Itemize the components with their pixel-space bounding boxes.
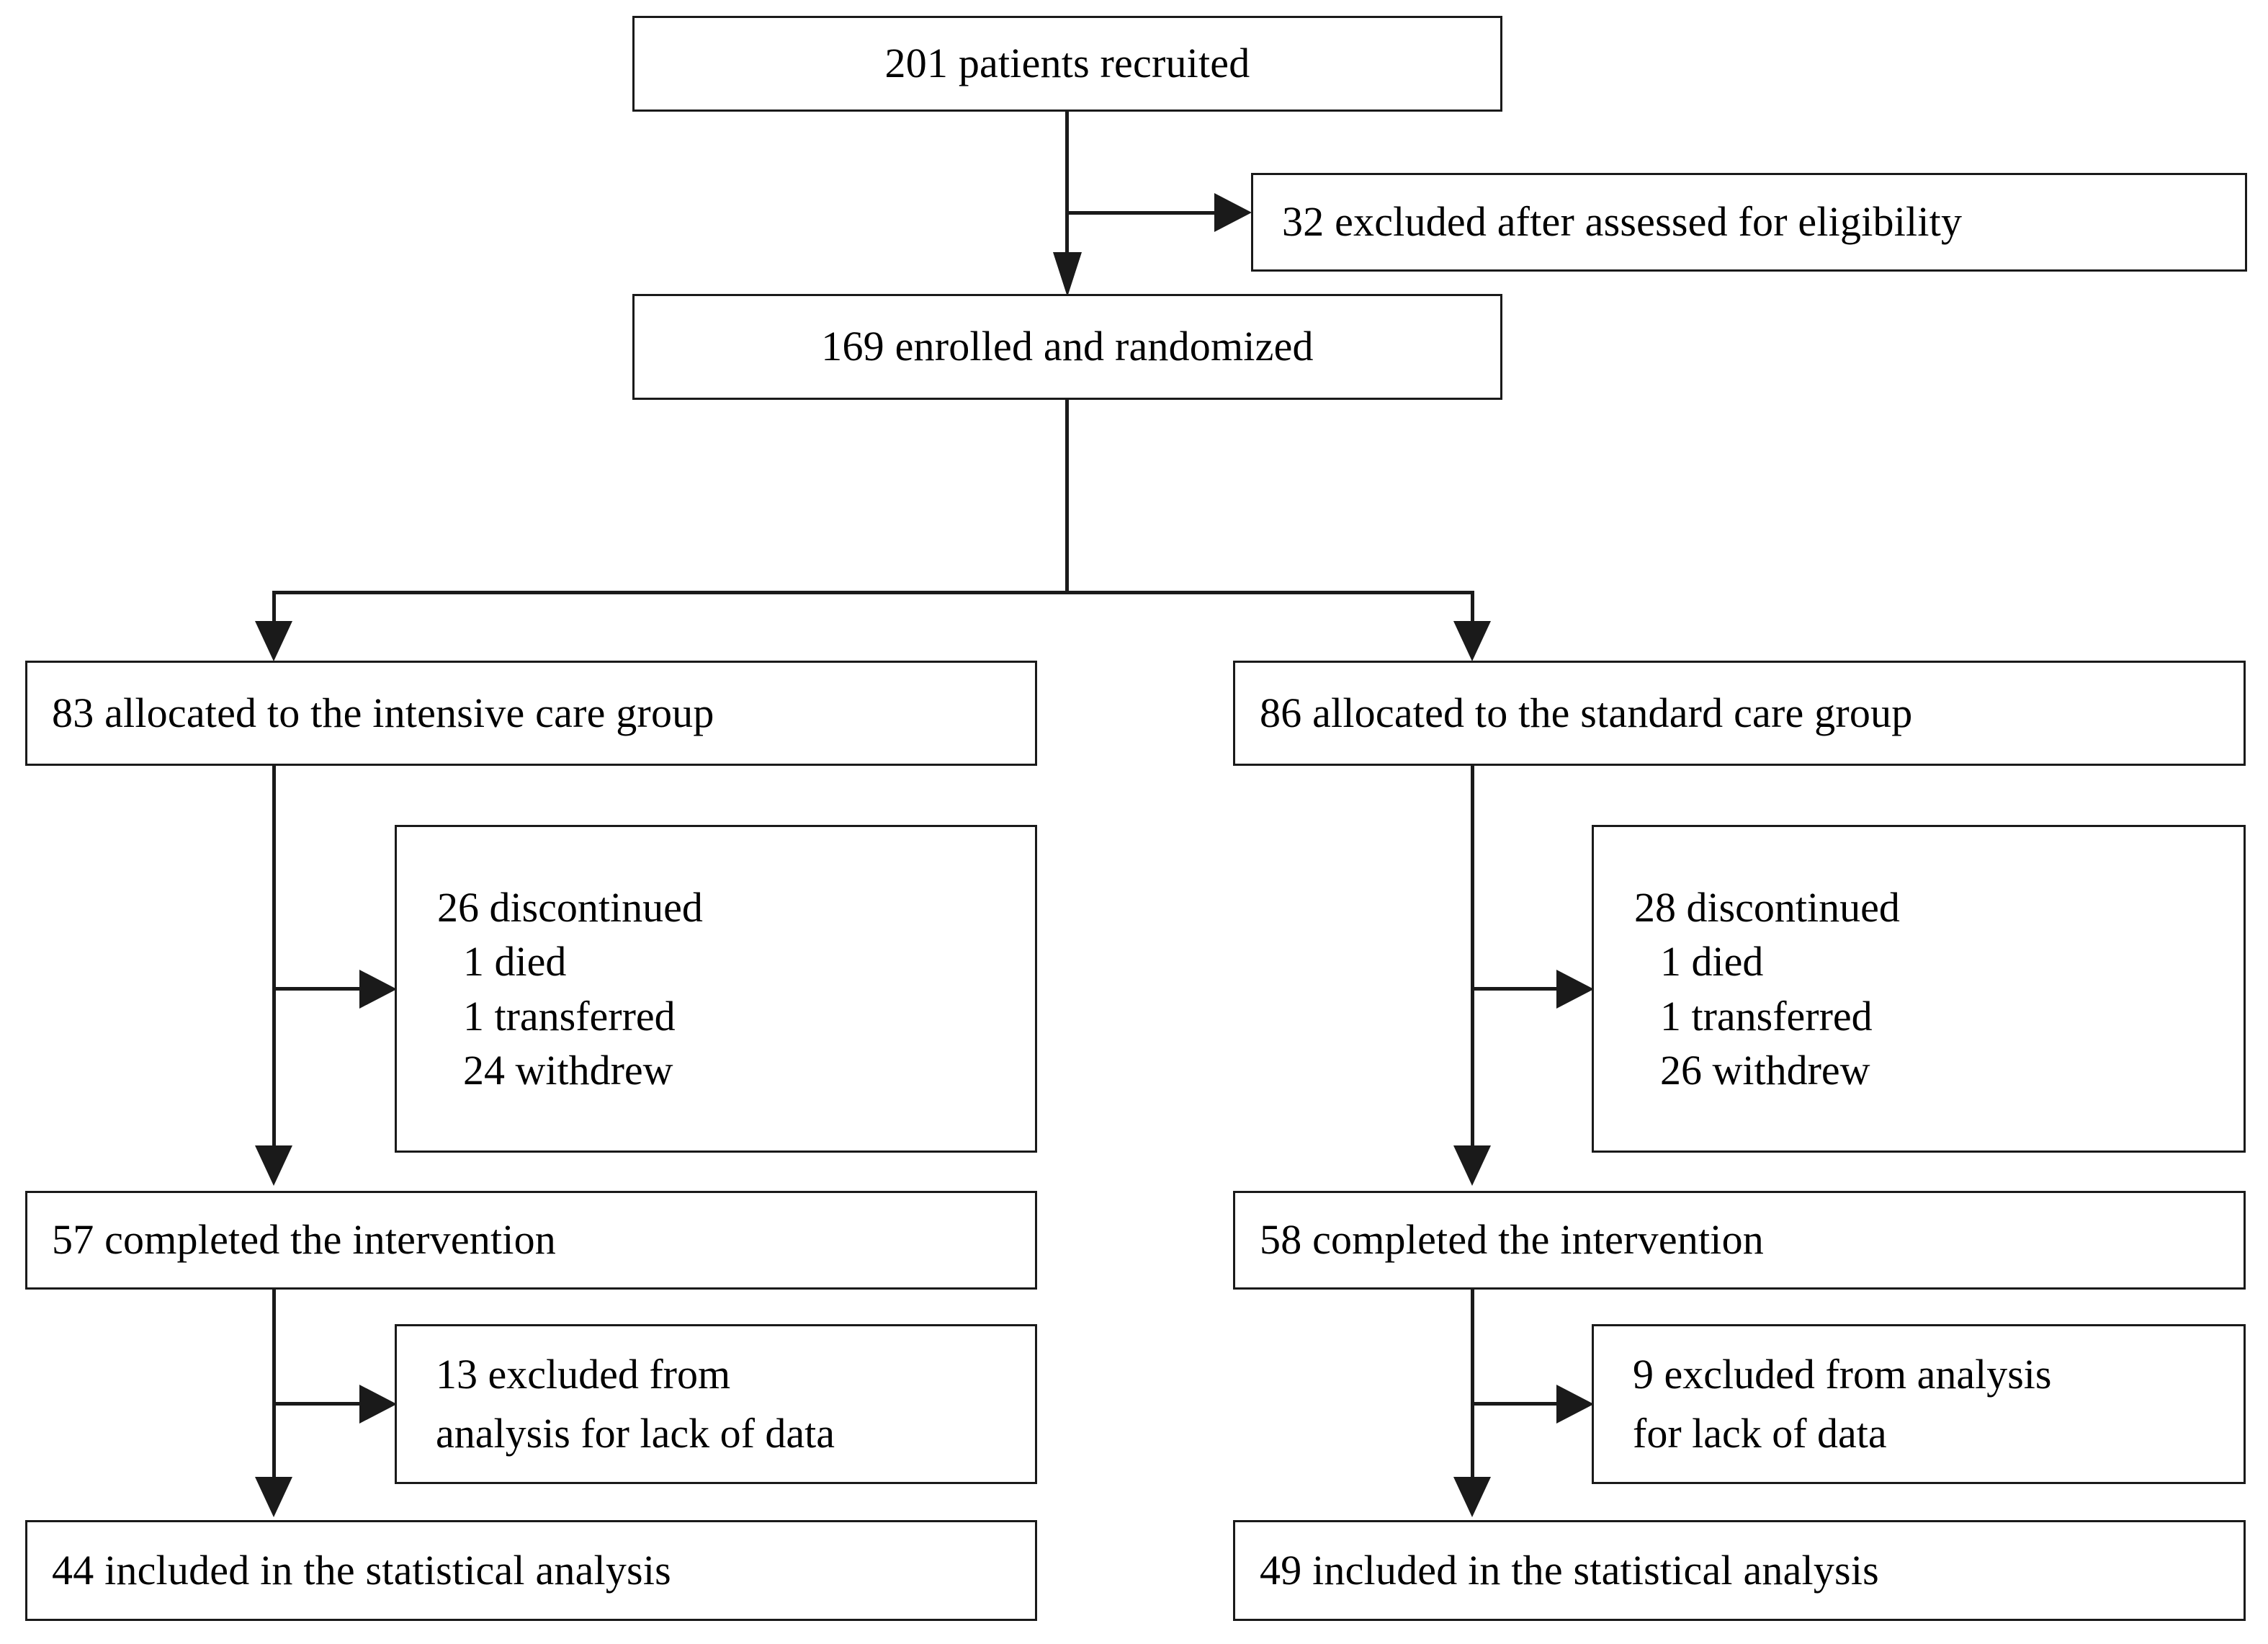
node-standard-included-label: 49 included in the statistical analysis: [1260, 1546, 1879, 1594]
connector-recruited-to-excluded: [1065, 211, 1218, 215]
arrowhead-intensive-completed-to-included: [255, 1477, 292, 1517]
node-enrolled: 169 enrolled and randomized: [632, 294, 1502, 400]
node-intensive-allocated-label: 83 allocated to the intensive care group: [52, 689, 714, 736]
connector-split-bar: [272, 591, 1474, 594]
node-intensive-excluded-analysis-line2: analysis for lack of data: [436, 1410, 835, 1457]
arrowhead-standard-completed-to-included: [1453, 1477, 1491, 1517]
arrowhead-split-to-intensive: [255, 621, 292, 661]
connector-split-to-intensive: [272, 591, 276, 627]
node-intensive-included-label: 44 included in the statistical analysis: [52, 1546, 671, 1594]
node-standard-discontinued-header: 28 discontinued: [1634, 883, 1900, 931]
arrowhead-standard-to-discontinued: [1556, 970, 1594, 1009]
connector-intensive-completed-to-included: [272, 1290, 276, 1479]
connector-enrolled-stem: [1065, 400, 1069, 594]
node-intensive-discontinued-header: 26 discontinued: [437, 883, 703, 931]
node-excluded-eligibility-label: 32 excluded after assessed for eligibili…: [1282, 198, 1963, 246]
node-standard-included: 49 included in the statistical analysis: [1233, 1520, 2246, 1621]
connector-intensive-to-excluded-analysis: [272, 1402, 363, 1406]
node-intensive-excluded-analysis: 13 excluded from analysis for lack of da…: [395, 1324, 1037, 1484]
node-recruited: 201 patients recruited: [632, 16, 1502, 112]
node-excluded-eligibility: 32 excluded after assessed for eligibili…: [1251, 173, 2247, 272]
arrowhead-intensive-to-excluded-analysis: [359, 1385, 397, 1424]
node-standard-excluded-analysis: 9 excluded from analysis for lack of dat…: [1592, 1324, 2246, 1484]
node-standard-discontinued: 28 discontinued 1 died 1 transferred 26 …: [1592, 825, 2246, 1153]
node-standard-excluded-analysis-line1: 9 excluded from analysis: [1633, 1350, 2052, 1398]
connector-standard-to-excluded-analysis: [1471, 1402, 1561, 1406]
connector-intensive-allocated-to-completed: [272, 766, 276, 1148]
arrowhead-recruited-to-enrolled: [1053, 252, 1082, 297]
node-intensive-discontinued-reason-died: 1 died: [463, 938, 567, 986]
arrowhead-split-to-standard: [1453, 621, 1491, 661]
node-standard-discontinued-reason-died: 1 died: [1660, 938, 1764, 986]
node-standard-allocated-label: 86 allocated to the standard care group: [1260, 689, 1913, 736]
node-recruited-label: 201 patients recruited: [884, 40, 1250, 87]
node-intensive-discontinued-reason-withdrew: 24 withdrew: [463, 1046, 673, 1094]
connector-intensive-to-discontinued: [272, 987, 363, 991]
node-standard-excluded-analysis-line2: for lack of data: [1633, 1410, 1887, 1457]
connector-standard-completed-to-included: [1471, 1290, 1474, 1479]
node-intensive-completed: 57 completed the intervention: [25, 1191, 1037, 1290]
arrowhead-intensive-allocated-to-completed: [255, 1145, 292, 1186]
connector-recruited-to-enrolled: [1065, 112, 1069, 254]
node-intensive-completed-label: 57 completed the intervention: [52, 1216, 556, 1264]
node-intensive-excluded-analysis-line1: 13 excluded from: [436, 1350, 731, 1398]
node-standard-completed: 58 completed the intervention: [1233, 1191, 2246, 1290]
connector-split-to-standard: [1471, 591, 1474, 627]
node-standard-discontinued-reason-transferred: 1 transferred: [1660, 992, 1873, 1040]
connector-standard-allocated-to-completed: [1471, 766, 1474, 1148]
arrowhead-standard-allocated-to-completed: [1453, 1145, 1491, 1186]
connector-standard-to-discontinued: [1471, 987, 1561, 991]
node-enrolled-label: 169 enrolled and randomized: [821, 323, 1314, 370]
node-intensive-discontinued-reason-transferred: 1 transferred: [463, 992, 676, 1040]
node-standard-allocated: 86 allocated to the standard care group: [1233, 661, 2246, 766]
node-intensive-allocated: 83 allocated to the intensive care group: [25, 661, 1037, 766]
node-standard-discontinued-reason-withdrew: 26 withdrew: [1660, 1046, 1870, 1094]
node-standard-completed-label: 58 completed the intervention: [1260, 1216, 1764, 1264]
node-intensive-discontinued: 26 discontinued 1 died 1 transferred 24 …: [395, 825, 1037, 1153]
arrowhead-intensive-to-discontinued: [359, 970, 397, 1009]
arrowhead-standard-to-excluded-analysis: [1556, 1385, 1594, 1424]
node-intensive-included: 44 included in the statistical analysis: [25, 1520, 1037, 1621]
arrowhead-recruited-to-excluded: [1214, 193, 1252, 232]
